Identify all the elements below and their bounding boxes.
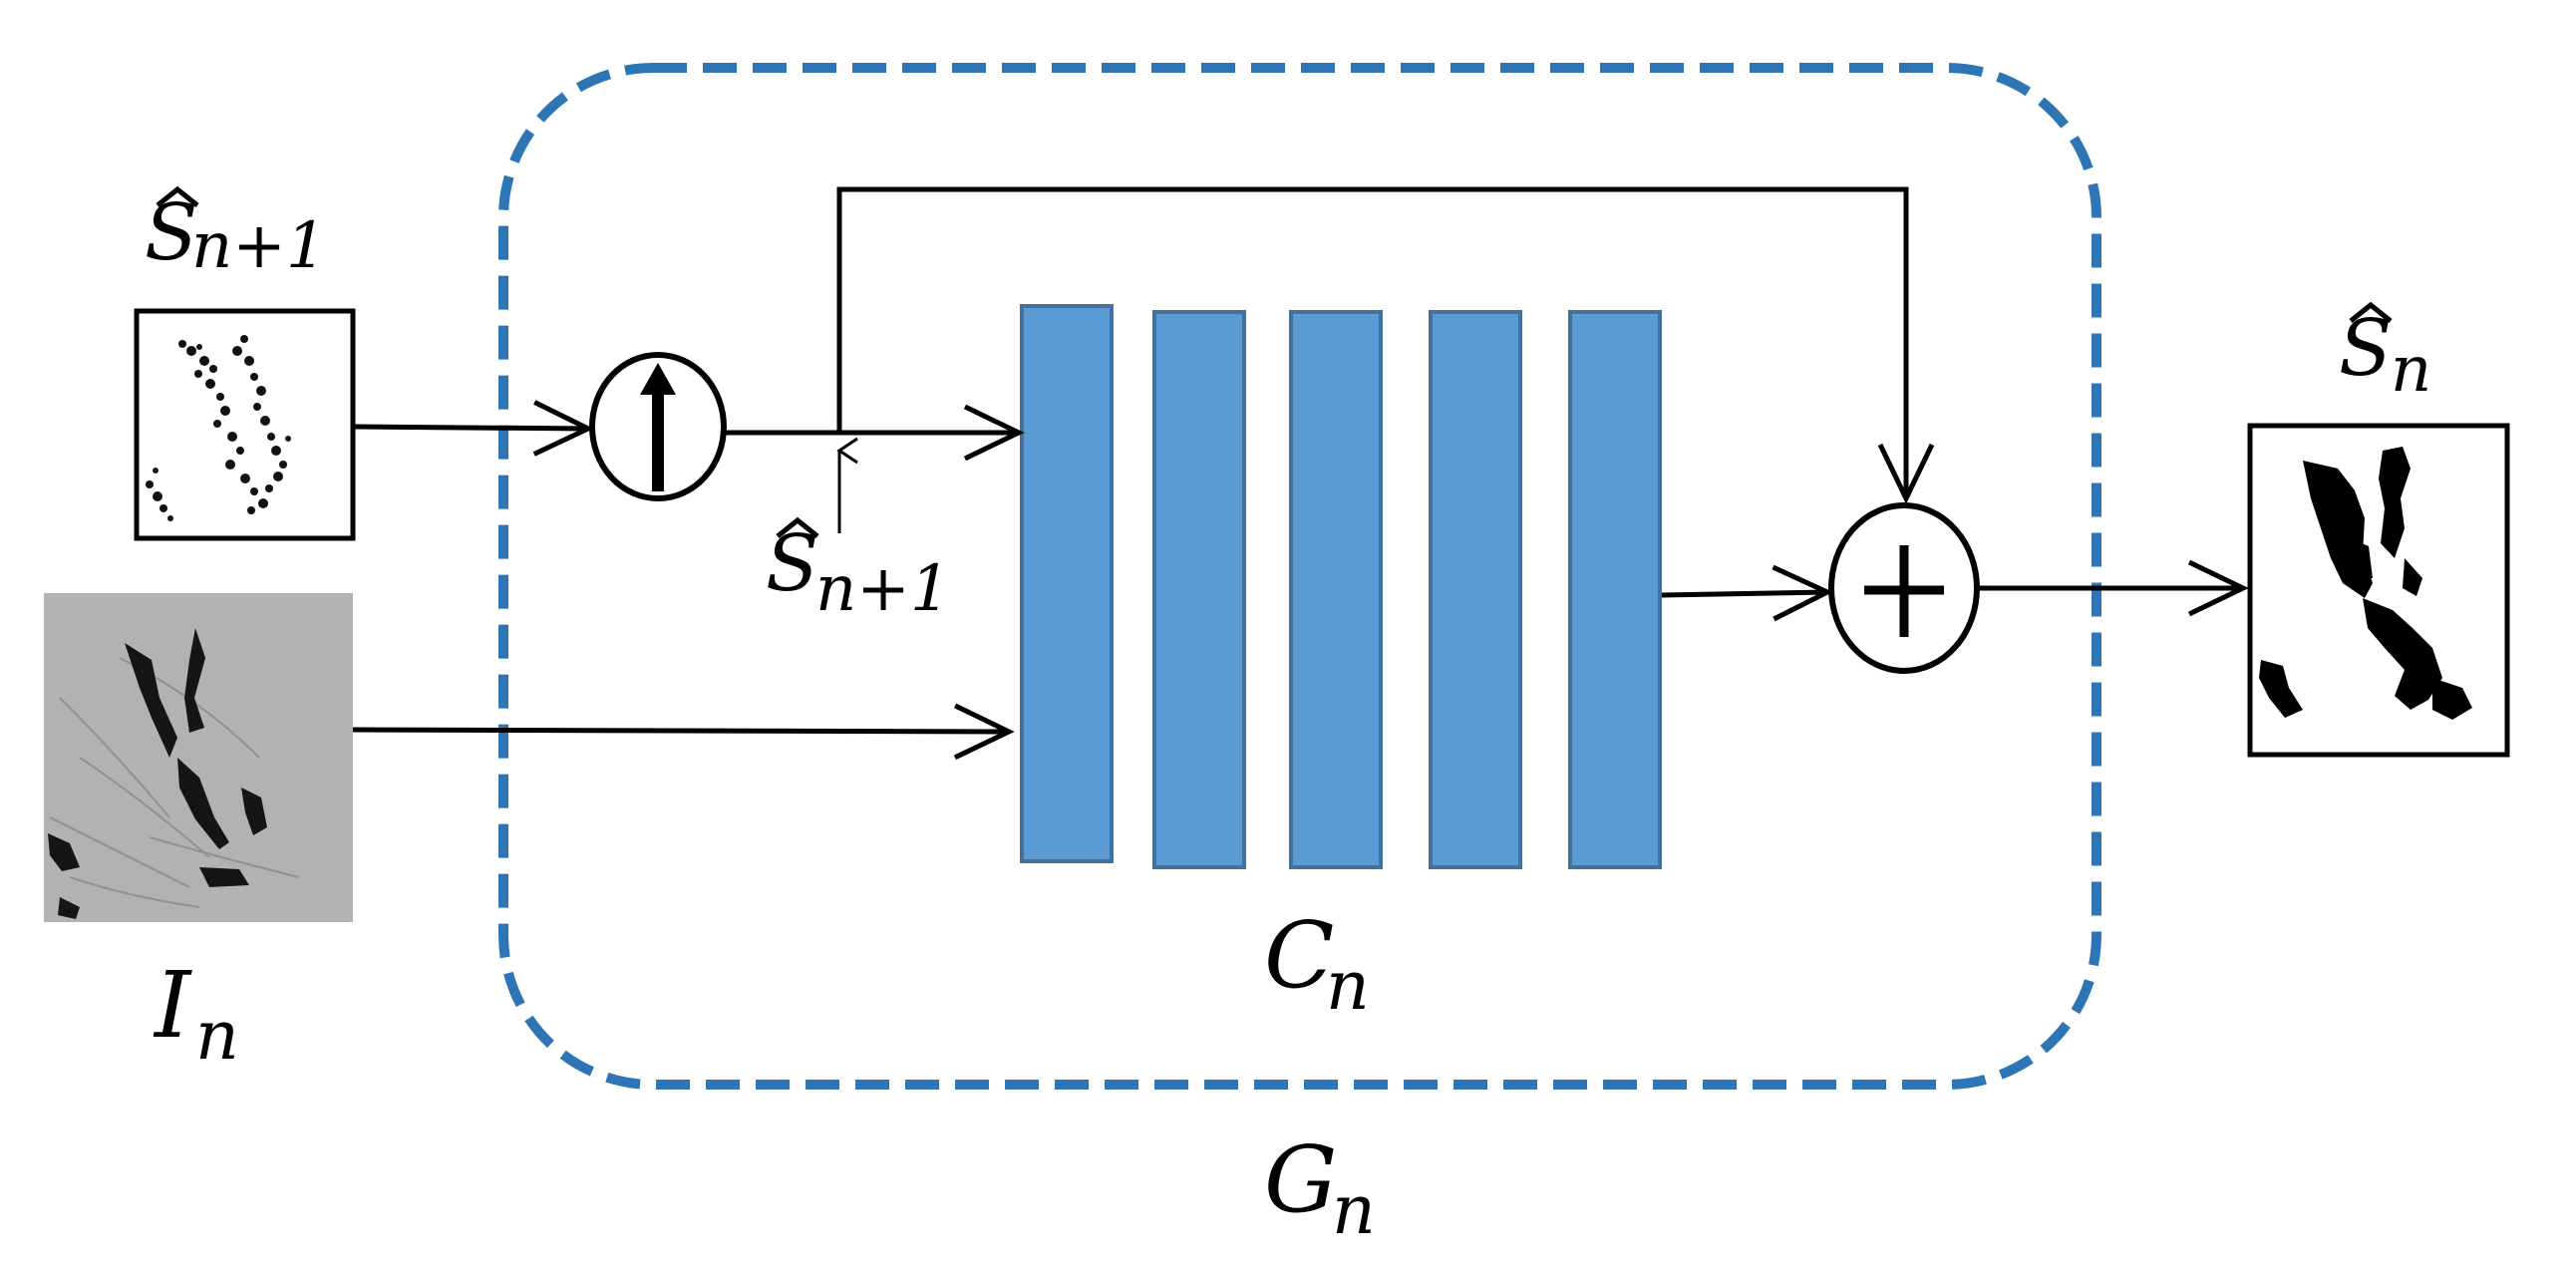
label-upsampled-base: S [766, 519, 818, 609]
output-segmentation-image [2247, 423, 2510, 758]
cnn-blocks [1020, 304, 1662, 869]
skip-connection [836, 186, 1935, 504]
arrow-cnn-to-add [1661, 564, 1833, 622]
label-cnn-base: C [1264, 902, 1334, 1009]
label-input-image: I n [153, 952, 239, 1076]
label-coarse-base: S [145, 188, 197, 278]
label-upsampled-estimate: S n+1 [766, 516, 951, 626]
generator-boundary [498, 63, 2101, 1090]
label-cnn-sub: n [1326, 947, 1370, 1026]
upsample-operator [589, 352, 727, 501]
cnn-layer-5 [1568, 310, 1662, 869]
label-output-sub: n [2391, 333, 2431, 407]
input-image [44, 593, 353, 922]
coarse-segmentation-image [134, 308, 356, 541]
label-coarse-sub: n+1 [191, 209, 327, 283]
cnn-layer-2 [1152, 310, 1246, 869]
label-generator: G n [1264, 1126, 1376, 1250]
hat-accent [776, 516, 819, 538]
label-generator-base: G [1264, 1126, 1338, 1233]
arrow-input-to-cnn [352, 703, 1015, 761]
label-input-base: I [153, 952, 192, 1059]
label-output-estimate: S n [2339, 301, 2431, 407]
cnn-layer-4 [1429, 310, 1522, 869]
label-coarse-estimate: S n+1 [145, 185, 327, 283]
label-output-base: S [2339, 304, 2392, 394]
label-input-sub: n [195, 997, 239, 1076]
label-upsampled-sub: n+1 [815, 552, 951, 626]
cnn-layer-1 [1020, 304, 1114, 863]
cnn-layer-3 [1289, 310, 1383, 869]
hat-accent [156, 185, 199, 207]
arrow-coarse-to-upsample [352, 400, 594, 457]
connections [352, 186, 2249, 761]
add-operator [1828, 502, 1980, 674]
up-arrow-icon [640, 363, 676, 491]
label-generator-sub: n [1332, 1171, 1376, 1250]
plus-icon [1864, 545, 1944, 637]
label-cnn: C n [1264, 902, 1370, 1026]
hat-accent [2349, 301, 2393, 323]
